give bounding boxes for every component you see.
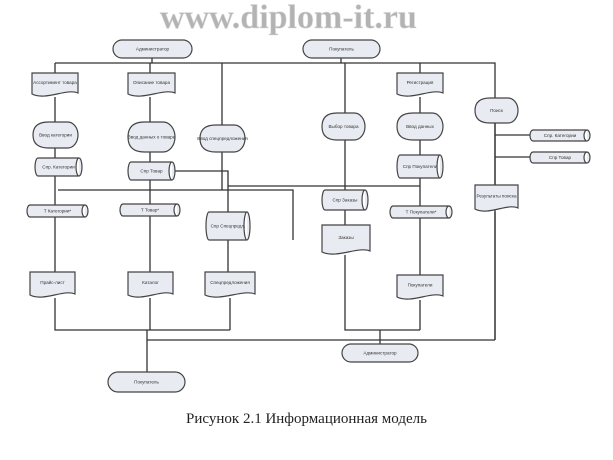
node-label: Спр. Категории (42, 165, 75, 170)
disp-shape (127, 121, 176, 153)
node-label: Спр Товар (549, 155, 572, 160)
cyl-shape (205, 211, 251, 241)
node-label: Покупатель (329, 47, 354, 52)
disp-shape (474, 97, 519, 124)
disp-shape (199, 124, 246, 153)
cyl-shape (26, 204, 89, 218)
node-enter-product: Ввод данных о товаре (127, 121, 176, 153)
doc-shape (396, 274, 444, 300)
node-search-results: Результаты поиска (474, 184, 519, 212)
node-admin-bottom: Администратор (341, 343, 419, 363)
doc-shape (127, 271, 174, 298)
cyl-shape (119, 203, 181, 217)
node-buyer-bottom: Покупатель (107, 371, 186, 393)
doc-shape (29, 271, 76, 298)
node-admin-top: Администратор (112, 39, 193, 59)
node-label: Ввод спецпредложения (197, 136, 248, 141)
node-catalog: Каталог (127, 271, 174, 298)
node-assortment: Ассортимент товара (31, 72, 79, 97)
node-label: Прайс-лист (40, 279, 65, 285)
node-ref-buyers: Спр Покупатели (396, 154, 444, 179)
cyl-shape (396, 154, 444, 179)
node-label: Результаты поиска (476, 194, 516, 199)
node-label: Каталог (142, 280, 159, 285)
node-label: Спр Заказы (333, 198, 358, 203)
node-ref-category: Спр. Категории (34, 157, 83, 177)
node-ref-orders: Спр Заказы (321, 189, 369, 211)
node-search-ref-product: Спр Товар (529, 151, 591, 164)
node-label: Спр. Категории (544, 133, 577, 138)
term-shape (302, 39, 381, 59)
node-ref-special: Спр Спецпредл. (205, 211, 251, 241)
node-label: Заказы (338, 235, 353, 240)
node-ref-product: Спр Товар (127, 161, 176, 181)
node-enter-category: Ввод категории (32, 121, 79, 149)
node-label: Ввод данных о товаре (128, 135, 176, 140)
node-label: Спр Спецпредл. (211, 224, 246, 229)
node-t-buyers: Т Покупатели* (389, 205, 453, 219)
node-specials: Спецпредложения (204, 271, 256, 298)
node-label: Покупатель (134, 380, 159, 385)
doc-shape (127, 72, 176, 97)
disp-shape (396, 112, 444, 141)
node-label: Администратор (136, 47, 170, 52)
disp-shape (32, 121, 79, 149)
term-shape (341, 343, 419, 363)
cyl-shape (127, 161, 176, 181)
node-label: Спр Покупатели (403, 164, 438, 169)
node-t-product: Т Товар* (119, 203, 181, 217)
node-label: Выбор товара (328, 124, 358, 129)
node-label: Т Покупатели* (406, 210, 437, 215)
watermark: www.diplom-it.ru (160, 0, 417, 36)
node-label: Регистрация (407, 80, 434, 85)
cyl-shape (529, 129, 591, 142)
node-enter-data: Ввод данных (396, 112, 444, 141)
node-enter-special: Ввод спецпредложения (197, 124, 248, 153)
node-label: Администратор (363, 351, 397, 356)
node-product-desc: Описание товара (127, 72, 176, 97)
node-label: Ввод категории (39, 133, 72, 138)
node-orders: Заказы (321, 224, 371, 255)
node-buyer-top: Покупатель (302, 39, 381, 59)
node-label: Покупатели (408, 283, 433, 288)
cyl-shape (389, 205, 453, 219)
node-price-list: Прайс-лист (29, 271, 76, 298)
node-label: Ассортимент товара (33, 80, 77, 85)
connectors (54, 58, 530, 372)
term-shape (112, 39, 193, 59)
cyl-shape (321, 189, 369, 211)
disp-shape (321, 112, 366, 141)
node-t-category: Т Категории* (26, 204, 89, 218)
cyl-shape (529, 151, 591, 164)
node-choose-product: Выбор товара (321, 112, 366, 141)
doc-shape (204, 271, 256, 298)
doc-shape (474, 184, 519, 212)
node-label: Спр Товар (140, 169, 163, 174)
node-search-ref-category: Спр. Категории (529, 129, 591, 142)
figure-caption: Рисунок 2.1 Информационная модель (186, 411, 427, 427)
term-shape (107, 371, 186, 393)
node-buyers: Покупатели (396, 274, 444, 300)
node-label: Спецпредложения (210, 280, 250, 285)
node-label: Описание товара (133, 80, 171, 85)
cyl-shape (34, 157, 83, 177)
node-label: Поиск (490, 108, 504, 113)
doc-shape (396, 72, 444, 97)
node-registration: Регистрация (396, 72, 444, 97)
node-label: Т Товар* (141, 208, 160, 213)
node-search: Поиск (474, 97, 519, 124)
doc-shape (31, 72, 79, 97)
node-label: Ввод данных (406, 124, 434, 129)
doc-shape (321, 224, 371, 255)
node-label: Т Категории* (44, 209, 72, 214)
